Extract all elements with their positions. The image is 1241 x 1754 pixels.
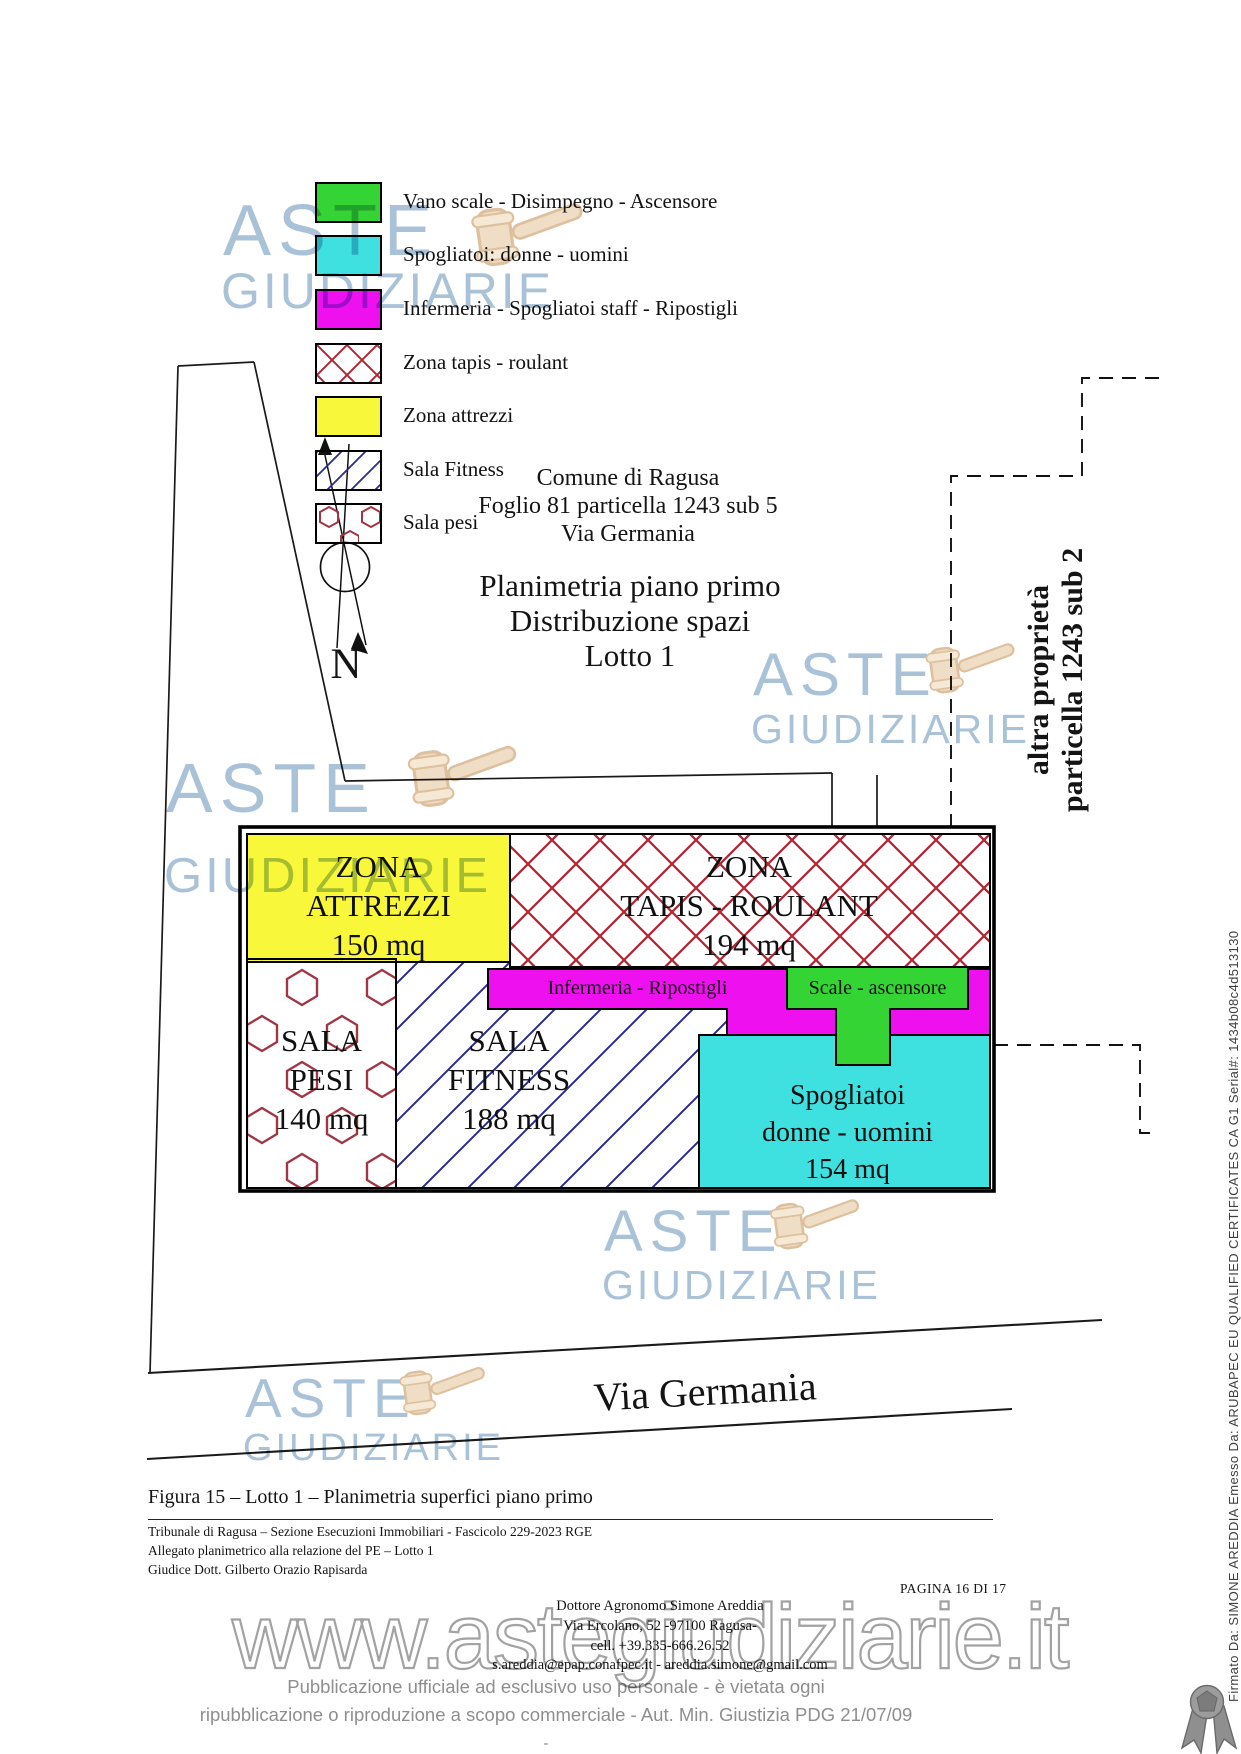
road-lines — [146, 1318, 1103, 1461]
compass-icon — [318, 437, 371, 654]
plan-zones — [238, 825, 996, 1193]
zone-scale-ascensore — [786, 966, 969, 1066]
zone-sala-pesi — [246, 958, 397, 1189]
zone-attrezzi — [246, 833, 511, 963]
neighbor-dashed-boundary — [950, 377, 1165, 1134]
rosette-stamp-icon — [1180, 1684, 1238, 1754]
zone-tapis-roulant — [509, 833, 991, 968]
